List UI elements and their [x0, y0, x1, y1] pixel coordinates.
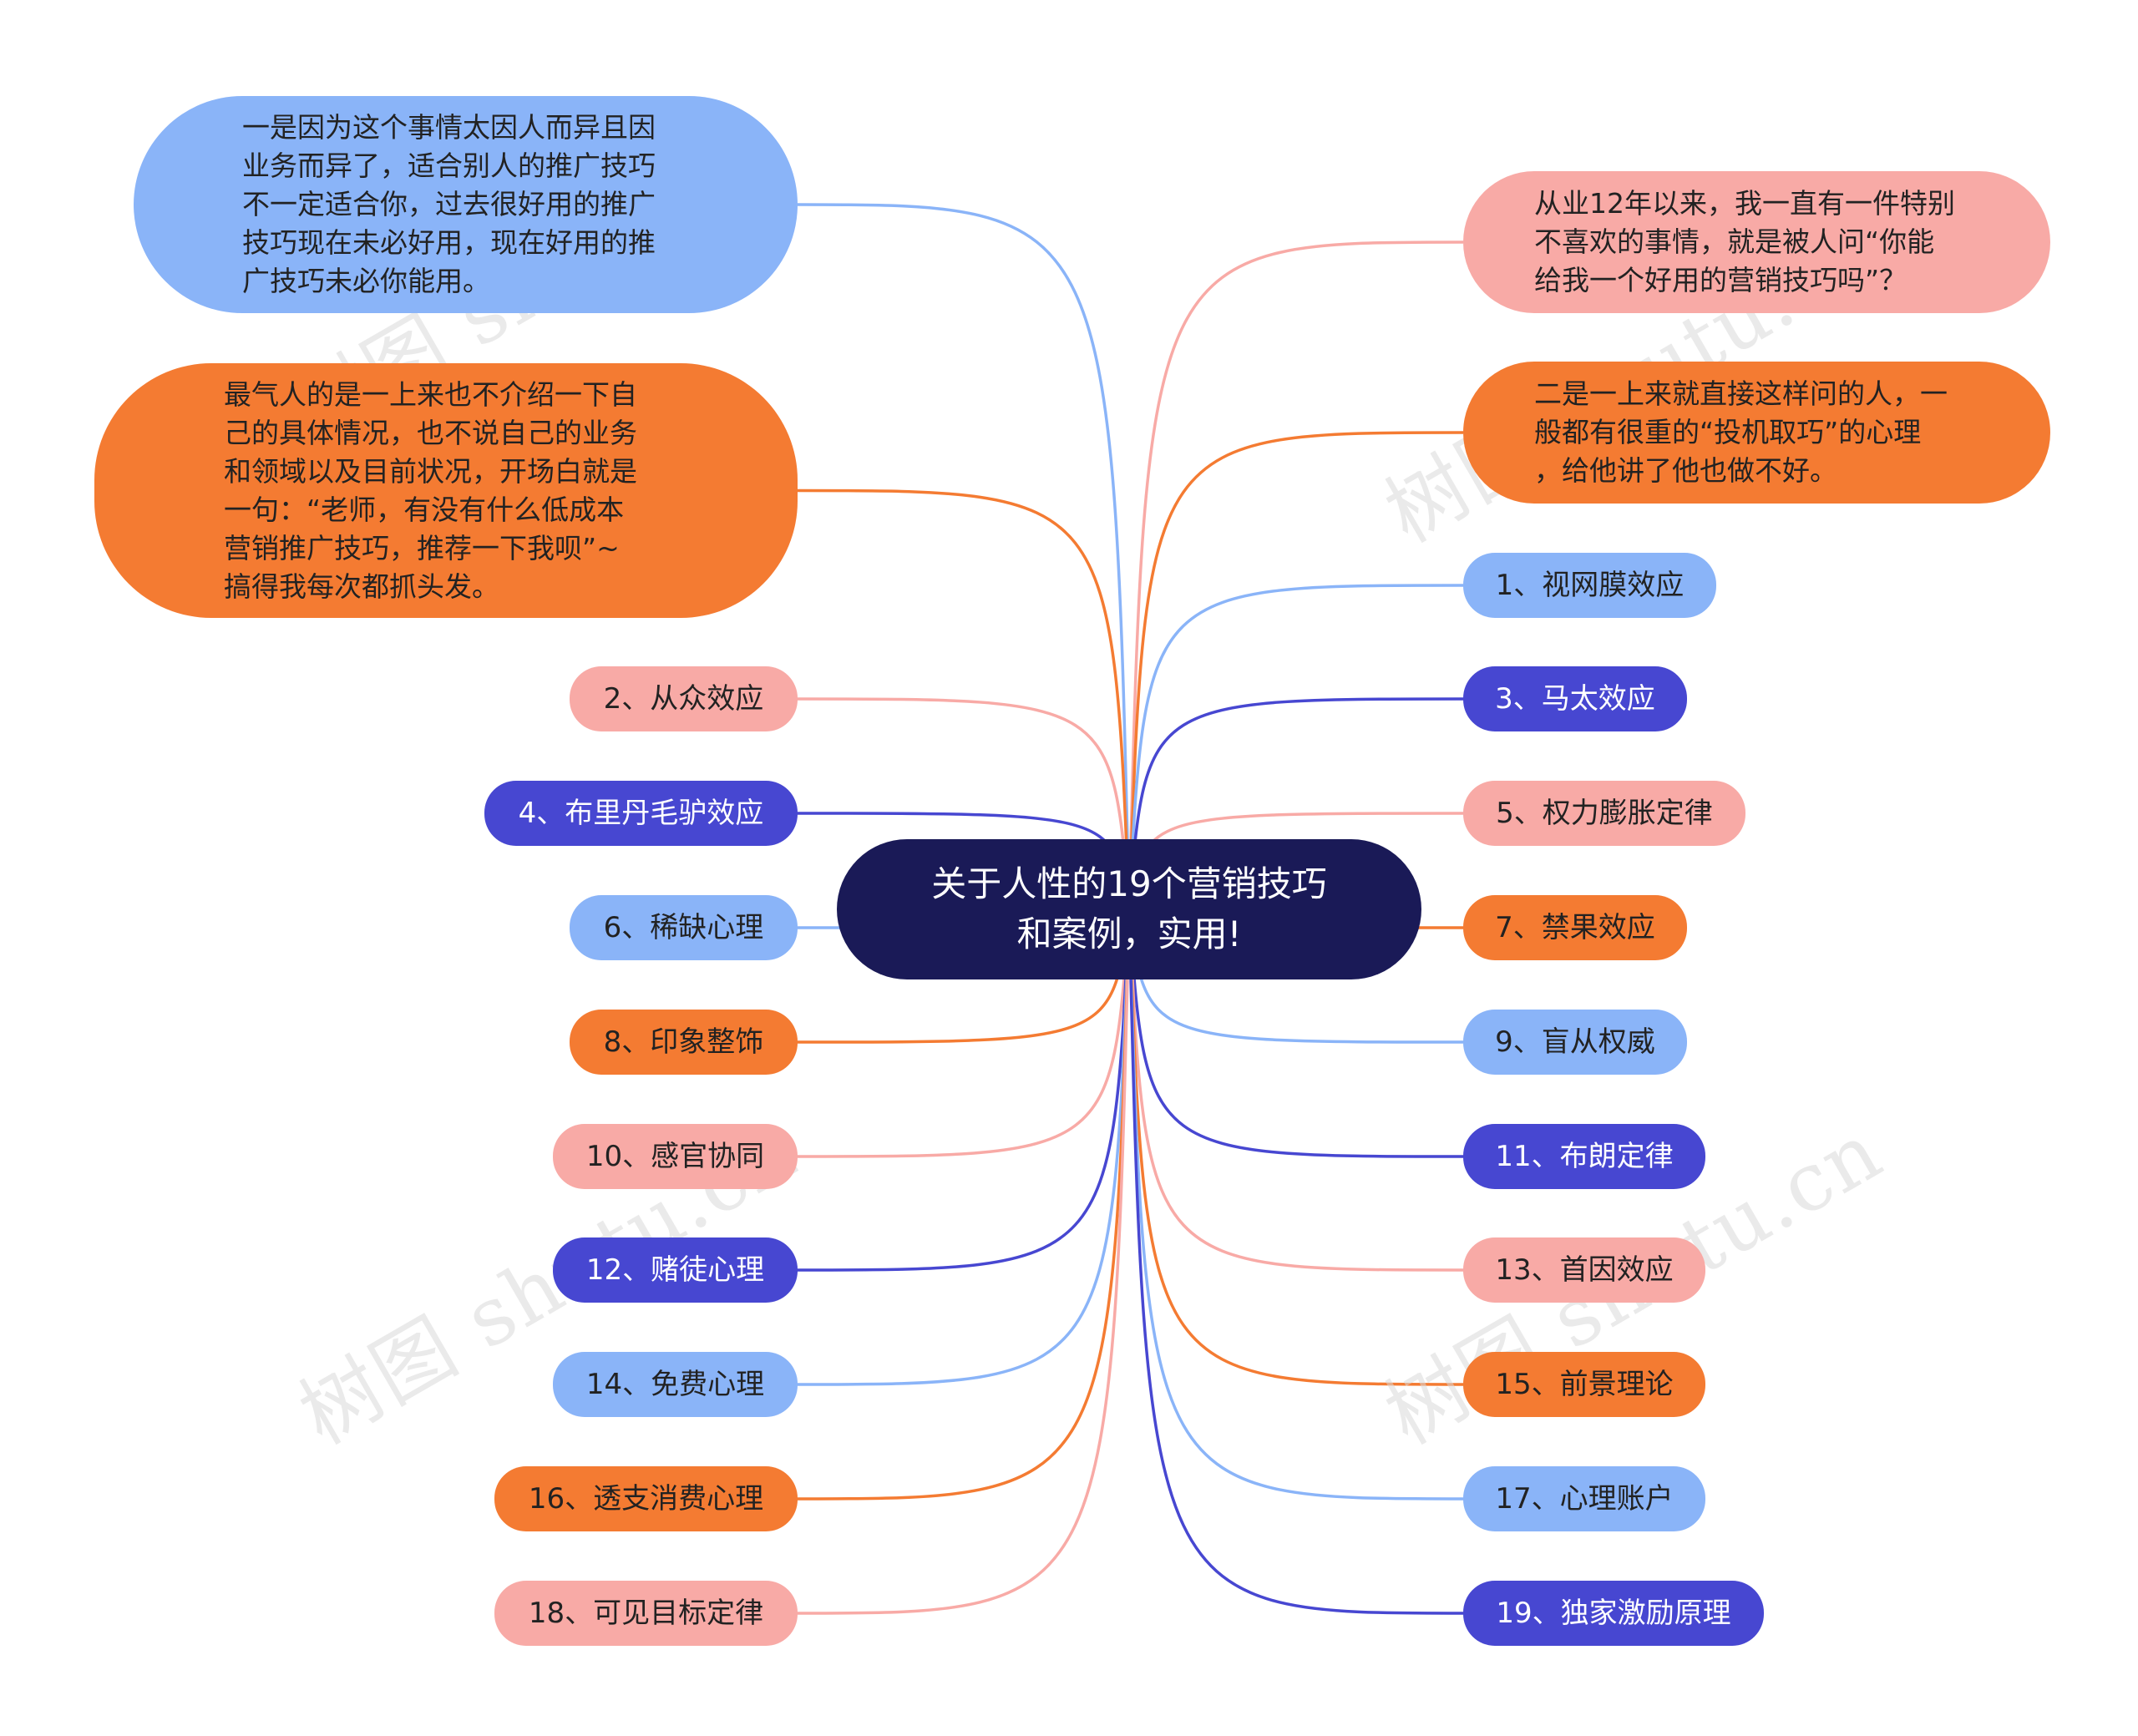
topic-label: 19、独家激励原理	[1496, 1597, 1731, 1630]
connector-line	[797, 908, 1131, 1158]
connector-line	[1127, 908, 1464, 1386]
connector-line	[797, 908, 1131, 1272]
topic-label: 2、从众效应	[603, 682, 764, 716]
central-topic-label: 关于人性的19个营销技巧 和案例，实用!	[931, 863, 1327, 954]
topic-label: 10、感官协同	[585, 1140, 765, 1173]
connector-line	[797, 908, 1131, 1501]
connector-line	[1127, 908, 1464, 1272]
topic-node[interactable]: 8、印象整饰	[570, 1010, 798, 1075]
topic-label: 9、盲从权威	[1495, 1025, 1655, 1059]
topic-node[interactable]: 2、从众效应	[570, 666, 798, 731]
connector-line	[797, 488, 1131, 910]
topic-label: 17、心理账户	[1495, 1482, 1674, 1516]
topic-label: 5、权力膨胀定律	[1496, 797, 1713, 830]
connector-line	[797, 908, 1131, 1386]
topic-label: 7、禁果效应	[1495, 911, 1655, 944]
connector-line	[1127, 431, 1464, 910]
topic-label: 16、透支消费心理	[528, 1482, 764, 1516]
left-note-2-text: 最气人的是一上来也不介绍一下自 己的具体情况，也不说自己的业务 和领域以及目前状…	[224, 377, 637, 603]
topic-label: 3、马太效应	[1495, 682, 1655, 716]
topic-node[interactable]: 15、前景理论	[1463, 1352, 1705, 1417]
central-topic[interactable]: 关于人性的19个营销技巧 和案例，实用!	[837, 839, 1421, 979]
topic-node[interactable]: 16、透支消费心理	[494, 1466, 798, 1531]
connector-line	[1127, 908, 1464, 1158]
topic-label: 1、视网膜效应	[1495, 569, 1685, 602]
topic-node[interactable]: 5、权力膨胀定律	[1463, 781, 1745, 846]
connector-line	[797, 908, 1131, 1615]
left-note-2[interactable]: 最气人的是一上来也不介绍一下自 己的具体情况，也不说自己的业务 和领域以及目前状…	[94, 363, 798, 618]
topic-label: 14、免费心理	[585, 1368, 765, 1401]
topic-node[interactable]: 6、稀缺心理	[570, 895, 798, 960]
connector-line	[1127, 584, 1464, 910]
topic-node[interactable]: 10、感官协同	[553, 1124, 798, 1189]
topic-node[interactable]: 17、心理账户	[1463, 1466, 1705, 1531]
connector-line	[1127, 908, 1464, 1615]
topic-label: 11、布朗定律	[1495, 1140, 1674, 1173]
topic-label: 12、赌徒心理	[585, 1253, 765, 1287]
topic-node[interactable]: 18、可见目标定律	[494, 1581, 798, 1646]
topic-node[interactable]: 12、赌徒心理	[553, 1237, 798, 1303]
topic-label: 6、稀缺心理	[603, 911, 764, 944]
topic-node[interactable]: 1、视网膜效应	[1463, 553, 1716, 618]
topic-node[interactable]: 3、马太效应	[1463, 666, 1687, 731]
connector-line	[1127, 908, 1464, 1501]
topic-node[interactable]: 7、禁果效应	[1463, 895, 1687, 960]
connector-line	[797, 203, 1131, 910]
connector-line	[797, 697, 1131, 910]
left-note-1-text: 一是因为这个事情太因人而异且因 业务而异了，适合别人的推广技巧 不一定适合你，过…	[242, 111, 656, 297]
topic-node[interactable]: 13、首因效应	[1463, 1237, 1705, 1303]
topic-label: 13、首因效应	[1495, 1253, 1674, 1287]
topic-label: 8、印象整饰	[603, 1025, 764, 1059]
topic-label: 15、前景理论	[1495, 1368, 1674, 1401]
right-note-2-text: 二是一上来就直接这样问的人，一 般都有很重的“投机取巧”的心理 ，给他讲了他也做…	[1534, 377, 1948, 487]
topic-node[interactable]: 4、布里丹毛驴效应	[484, 781, 798, 846]
topic-node[interactable]: 19、独家激励原理	[1463, 1581, 1764, 1646]
right-note-1[interactable]: 从业12年以来，我一直有一件特别 不喜欢的事情，就是被人问“你能 给我一个好用的…	[1463, 171, 2050, 313]
topic-label: 4、布里丹毛驴效应	[518, 797, 764, 830]
left-note-1[interactable]: 一是因为这个事情太因人而异且因 业务而异了，适合别人的推广技巧 不一定适合你，过…	[134, 96, 798, 313]
right-note-1-text: 从业12年以来，我一直有一件特别 不喜欢的事情，就是被人问“你能 给我一个好用的…	[1534, 187, 1955, 296]
topic-node[interactable]: 14、免费心理	[553, 1352, 798, 1417]
topic-node[interactable]: 11、布朗定律	[1463, 1124, 1705, 1189]
connector-line	[1127, 697, 1464, 910]
topic-node[interactable]: 9、盲从权威	[1463, 1010, 1687, 1075]
connector-line	[1127, 240, 1464, 910]
right-note-2[interactable]: 二是一上来就直接这样问的人，一 般都有很重的“投机取巧”的心理 ，给他讲了他也做…	[1463, 362, 2050, 504]
topic-label: 18、可见目标定律	[528, 1597, 764, 1630]
